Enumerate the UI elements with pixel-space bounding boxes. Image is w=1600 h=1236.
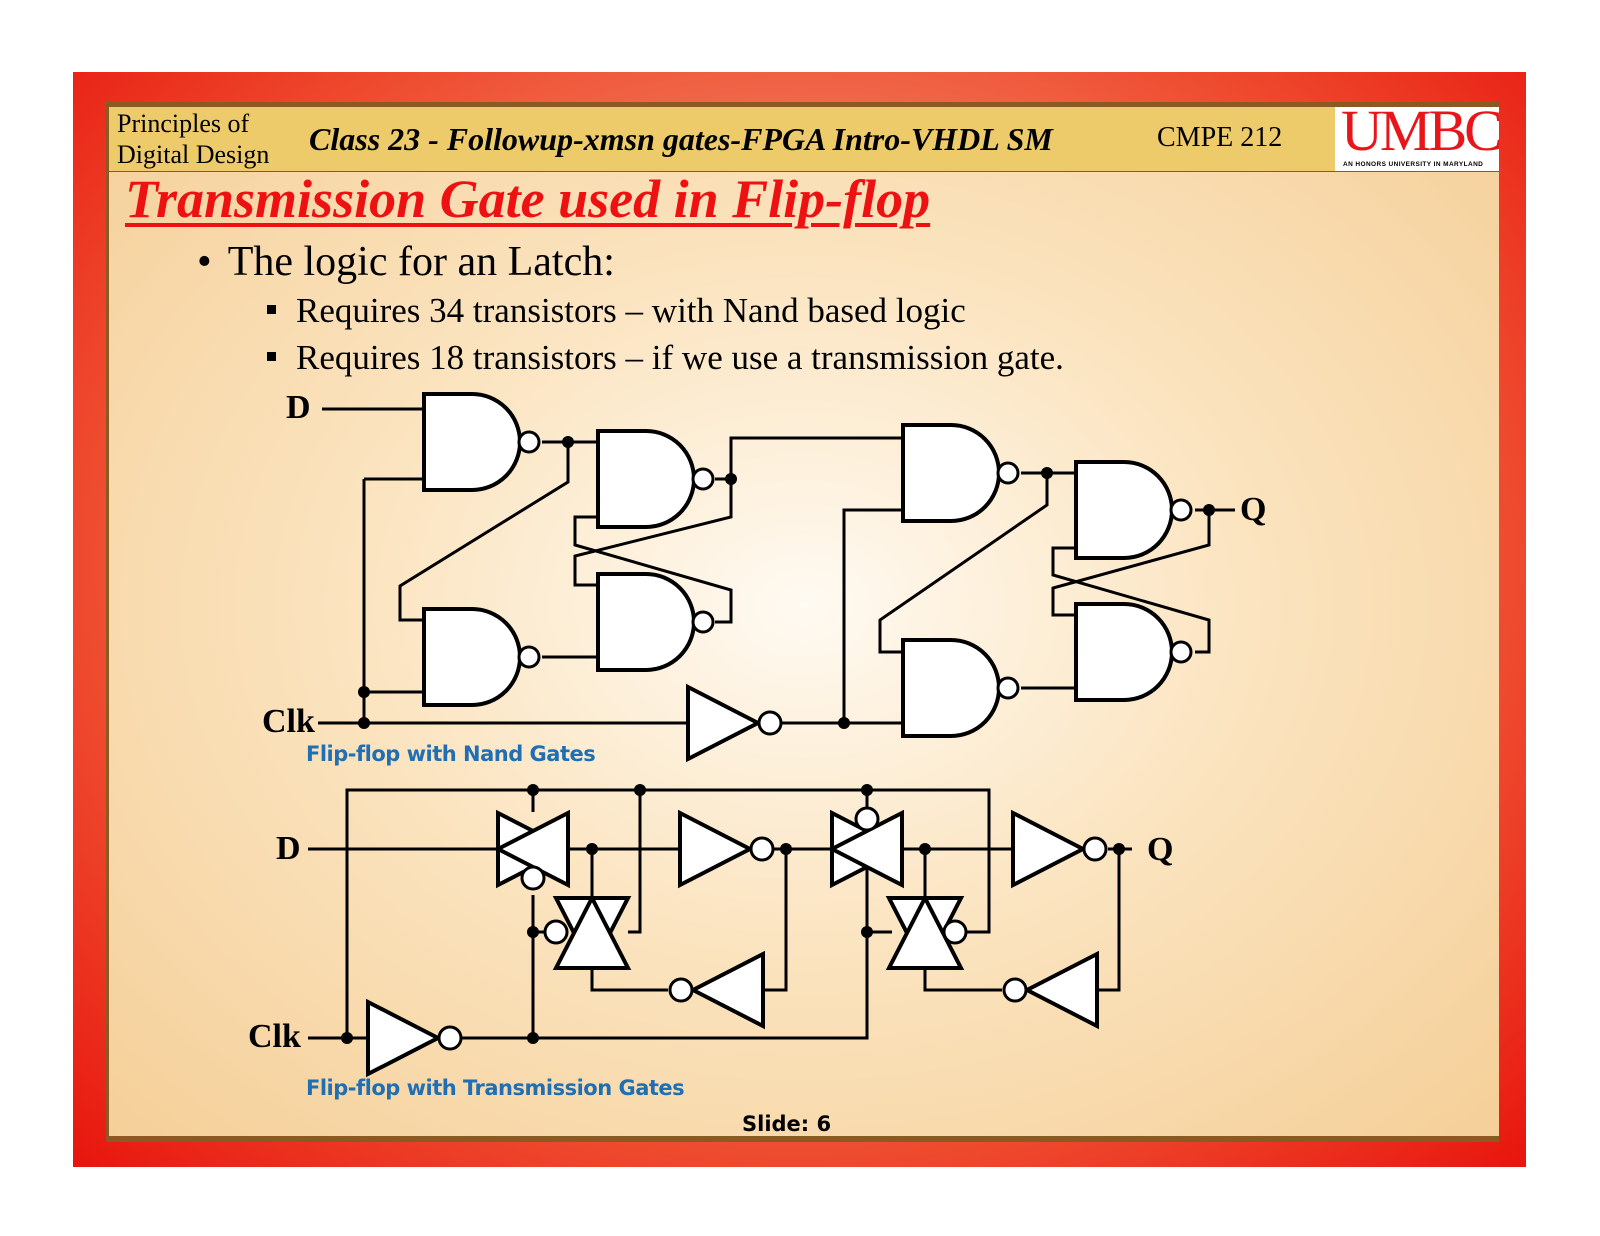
nand-gate-6 [901, 638, 1020, 738]
umbc-logo: UMBC AN HONORS UNIVERSITY IN MARYLAND [1335, 107, 1499, 171]
nand-gate-8 [1074, 602, 1193, 702]
square-bullet-icon [267, 352, 276, 362]
transmission-gates [366, 806, 1108, 1076]
tg-d-label: D [276, 830, 301, 867]
slide-title: Transmission Gate used in Flip-flop [125, 169, 931, 229]
inverter-2 [1011, 811, 1108, 887]
nand-gates [422, 392, 1193, 761]
feedback-inverter-1 [668, 952, 765, 1028]
nand-gate-5 [901, 423, 1020, 523]
sub-bullet-text: Requires 18 transistors – if we use a tr… [296, 338, 1064, 377]
tg4-bubble [942, 919, 968, 945]
nand-gate-4 [596, 572, 715, 672]
nand-gate-3 [596, 429, 715, 529]
class-title: Class 23 - Followup-xmsn gates-FPGA Intr… [309, 121, 1053, 157]
nand-flipflop-wires [318, 407, 1235, 725]
sub-bullet-2: Requires 18 transistors – if we use a tr… [267, 338, 1064, 378]
slide-header: Principles of Digital Design Class 23 - … [106, 102, 1499, 177]
sub-bullet-text: Requires 34 transistors – with Nand base… [296, 291, 966, 330]
tg1-bubble [520, 865, 546, 891]
tg-clk-label: Clk [248, 1018, 301, 1055]
bullet-text: The logic for an Latch: [227, 239, 615, 285]
slide-content: Transmission Gate used in Flip-flop • The… [106, 169, 1499, 1142]
logo-tagline: AN HONORS UNIVERSITY IN MARYLAND [1343, 161, 1484, 168]
square-bullet-icon [267, 305, 276, 315]
tg-q-label: Q [1147, 831, 1174, 868]
inverter-1 [678, 811, 775, 887]
tg2-bubble [543, 919, 569, 945]
sub-bullet-1: Requires 34 transistors – with Nand base… [267, 291, 966, 331]
course-line-2: Digital Design [117, 140, 270, 169]
nand-q-label: Q [1240, 491, 1267, 528]
tg3-bubble [854, 806, 880, 832]
course-code: CMPE 212 [1157, 122, 1283, 153]
tg-junction-dots [341, 784, 1125, 1044]
nand-gate-7 [1074, 460, 1193, 560]
bullet-dot-icon: • [197, 239, 212, 285]
feedback-inverter-2 [1002, 952, 1099, 1028]
course-name: Principles of Digital Design [117, 108, 297, 170]
course-line-1: Principles of [117, 109, 250, 138]
nand-d-label: D [286, 389, 311, 426]
clk-inverter [686, 685, 783, 761]
nand-clk-label: Clk [262, 703, 315, 740]
clk-inverter-tg [366, 1000, 463, 1076]
bullet-main: • The logic for an Latch: [197, 238, 615, 286]
nand-gate-2 [422, 607, 541, 707]
nand-gate-1 [422, 392, 541, 492]
tg-caption: Flip-flop with Transmission Gates [306, 1076, 685, 1100]
nand-caption: Flip-flop with Nand Gates [306, 742, 596, 766]
logo-text: UMBC [1341, 107, 1499, 163]
slide-number: Slide: 6 [742, 1112, 832, 1136]
nand-junction-dots [358, 436, 1215, 729]
